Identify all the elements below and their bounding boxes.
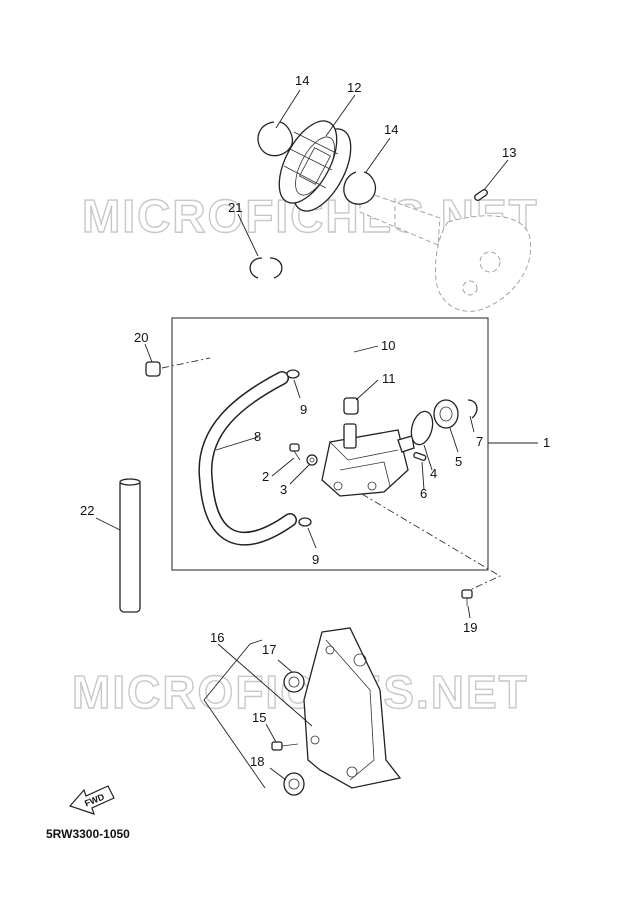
callout-6: 6 [420,486,427,501]
callout-9-upper: 9 [300,402,307,417]
callout-12: 12 [347,80,361,95]
screw-2 [289,443,301,461]
callout-4: 4 [430,466,437,481]
callout-15: 15 [252,710,266,725]
washer-3 [306,454,318,466]
callout-18: 18 [250,754,264,769]
circlip-7 [467,399,478,419]
cover-16 [303,627,402,789]
callout-20: 20 [134,330,148,345]
callout-17: 17 [262,642,276,657]
collar-11 [343,397,359,415]
callout-1: 1 [543,435,550,450]
gear-5 [433,399,459,429]
leader-lines [95,89,538,789]
cap-20 [145,361,161,377]
callout-5: 5 [455,454,462,469]
assembly-box-1 [171,317,489,571]
circlip-14-right [343,171,377,205]
callout-19: 19 [463,620,477,635]
callout-8: 8 [254,429,261,444]
callout-21: 21 [228,200,242,215]
o-ring-4 [410,410,434,446]
bolt-15 [271,741,299,751]
pin-13 [474,189,488,201]
grommet-18 [283,772,305,796]
callout-14-right: 14 [384,122,398,137]
callout-14-left: 14 [295,73,309,88]
fwd-arrow-icon: FWD [68,785,115,815]
callout-16: 16 [210,630,224,645]
hose-10 [207,339,355,395]
pin-6 [413,451,427,461]
bolt-19 [461,589,473,606]
callout-10: 10 [381,338,395,353]
callout-7: 7 [476,434,483,449]
hose-clamp-9-lower [298,517,312,527]
callout-11: 11 [382,371,396,386]
callout-2: 2 [262,469,269,484]
hose-clamp-9-upper [286,369,300,379]
crankshaft-ghost [359,189,532,312]
pump-body [321,423,415,497]
hose-8 [198,371,297,546]
clip-21 [249,257,283,279]
pipe-22 [119,478,141,613]
callout-3: 3 [280,482,287,497]
circlip-14-left [257,121,294,157]
grommet-17 [283,671,305,693]
diagram-code: 5RW3300-1050 [46,827,130,841]
callout-9-lower: 9 [312,552,319,567]
callout-22: 22 [80,503,94,518]
pulley-gear-12 [278,120,352,212]
callout-13: 13 [502,145,516,160]
